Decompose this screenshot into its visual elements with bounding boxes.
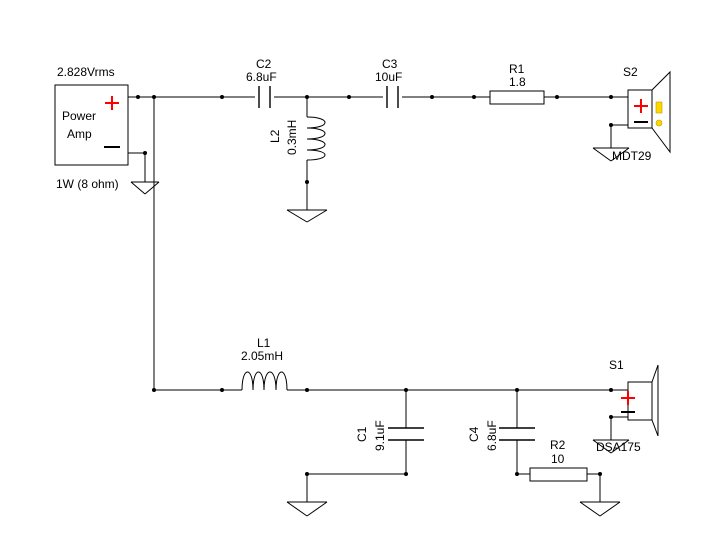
capacitor-c1[interactable]: C1 9.1uF bbox=[355, 420, 424, 451]
speaker-icon bbox=[627, 381, 653, 421]
ground-icon bbox=[579, 501, 621, 517]
plus-terminal-icon bbox=[105, 96, 119, 110]
capacitor-c2[interactable]: C2 6.8uF bbox=[246, 57, 277, 108]
plus-terminal-icon bbox=[621, 391, 635, 405]
resistor-r1[interactable]: R1 1.8 bbox=[489, 62, 545, 105]
l2-ref: L2 bbox=[268, 129, 282, 143]
c2-ref: C2 bbox=[256, 57, 272, 71]
inductor-l1[interactable]: L1 2.05mH bbox=[241, 336, 288, 391]
l2-value: 0.3mH bbox=[285, 120, 299, 155]
amp-wiring bbox=[128, 96, 146, 182]
ground-icon bbox=[592, 439, 630, 454]
ground-icon bbox=[286, 209, 328, 223]
r2-ref: R2 bbox=[550, 438, 566, 452]
power-amp-label-line2: Amp bbox=[67, 127, 92, 141]
c3-value: 10uF bbox=[375, 70, 402, 84]
c4-ref: C4 bbox=[467, 426, 481, 442]
ground-icon bbox=[130, 181, 160, 195]
inductor-l2[interactable]: L2 0.3mH bbox=[268, 116, 326, 161]
c2-value: 6.8uF bbox=[246, 70, 277, 84]
l1-ref: L1 bbox=[257, 336, 271, 350]
capacitor-c3[interactable]: C3 10uF bbox=[375, 57, 402, 108]
capacitor-c4[interactable]: C4 6.8uF bbox=[467, 420, 535, 451]
ground-icon bbox=[592, 147, 630, 162]
woofer-branch-wires bbox=[154, 389, 628, 502]
source-voltage: 2.828Vrms bbox=[57, 65, 115, 79]
junction-dot bbox=[136, 95, 613, 184]
power-amp-box bbox=[54, 84, 129, 166]
ground-icon bbox=[286, 501, 328, 517]
r2-value: 10 bbox=[551, 452, 565, 466]
c1-ref: C1 bbox=[355, 426, 369, 442]
tweeter-branch-wires bbox=[138, 96, 628, 390]
c1-value: 9.1uF bbox=[373, 420, 387, 451]
source-power-rating: 1W (8 ohm) bbox=[56, 177, 119, 191]
power-amp[interactable]: 2.828Vrms Power Amp 1W (8 ohm) bbox=[54, 65, 129, 191]
power-amp-label-line1: Power bbox=[62, 109, 96, 123]
s2-ref: S2 bbox=[623, 65, 638, 79]
resistor-r2[interactable]: R2 10 bbox=[529, 438, 588, 482]
r1-value: 1.8 bbox=[509, 75, 526, 89]
s1-ref: S1 bbox=[609, 358, 624, 372]
r1-ref: R1 bbox=[509, 62, 525, 76]
c3-ref: C3 bbox=[382, 57, 398, 71]
warning-icon bbox=[655, 101, 663, 127]
junction-dot bbox=[152, 388, 613, 476]
c4-value: 6.8uF bbox=[485, 420, 499, 451]
plus-terminal-icon bbox=[634, 99, 648, 113]
l1-value: 2.05mH bbox=[241, 349, 283, 363]
